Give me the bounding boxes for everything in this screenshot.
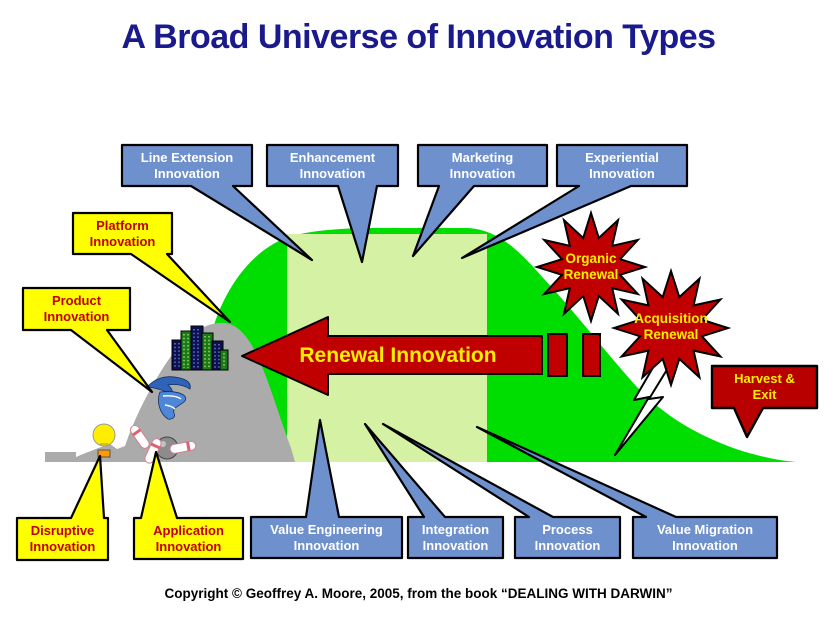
callout-integration-bubble xyxy=(363,422,505,560)
callout-application-bubble xyxy=(132,450,245,561)
callout-experiential-bubble xyxy=(460,143,689,260)
city-buildings-icon xyxy=(171,325,229,371)
organic-renewal-starburst xyxy=(533,209,649,325)
callout-line-extension-bubble xyxy=(120,143,314,262)
pause-bar xyxy=(547,333,568,377)
renewal-arrow-label: Renewal Innovation xyxy=(299,344,497,367)
callout-product-bubble xyxy=(21,286,154,394)
page-title: A Broad Universe of Innovation Types xyxy=(121,18,716,56)
pause-bar xyxy=(582,333,601,377)
callout-value-engineering-bubble xyxy=(249,418,404,560)
renewal-arrow xyxy=(241,316,543,396)
lightbulb-icon xyxy=(92,423,116,458)
callout-value-migration-bubble xyxy=(475,425,779,560)
copyright-line: Copyright © Geoffrey A. Moore, 2005, fro… xyxy=(164,586,673,601)
bowling-strike-icon xyxy=(129,424,197,464)
callout-process-bubble xyxy=(381,422,622,560)
acquisition-renewal-starburst xyxy=(610,267,732,389)
callout-marketing-bubble xyxy=(411,143,549,258)
tornado-icon xyxy=(146,376,191,420)
callout-platform-bubble xyxy=(71,211,232,324)
callout-disruptive-bubble xyxy=(15,454,110,562)
harvest-exit-bubble xyxy=(710,364,819,439)
callout-enhancement-bubble xyxy=(265,143,400,264)
